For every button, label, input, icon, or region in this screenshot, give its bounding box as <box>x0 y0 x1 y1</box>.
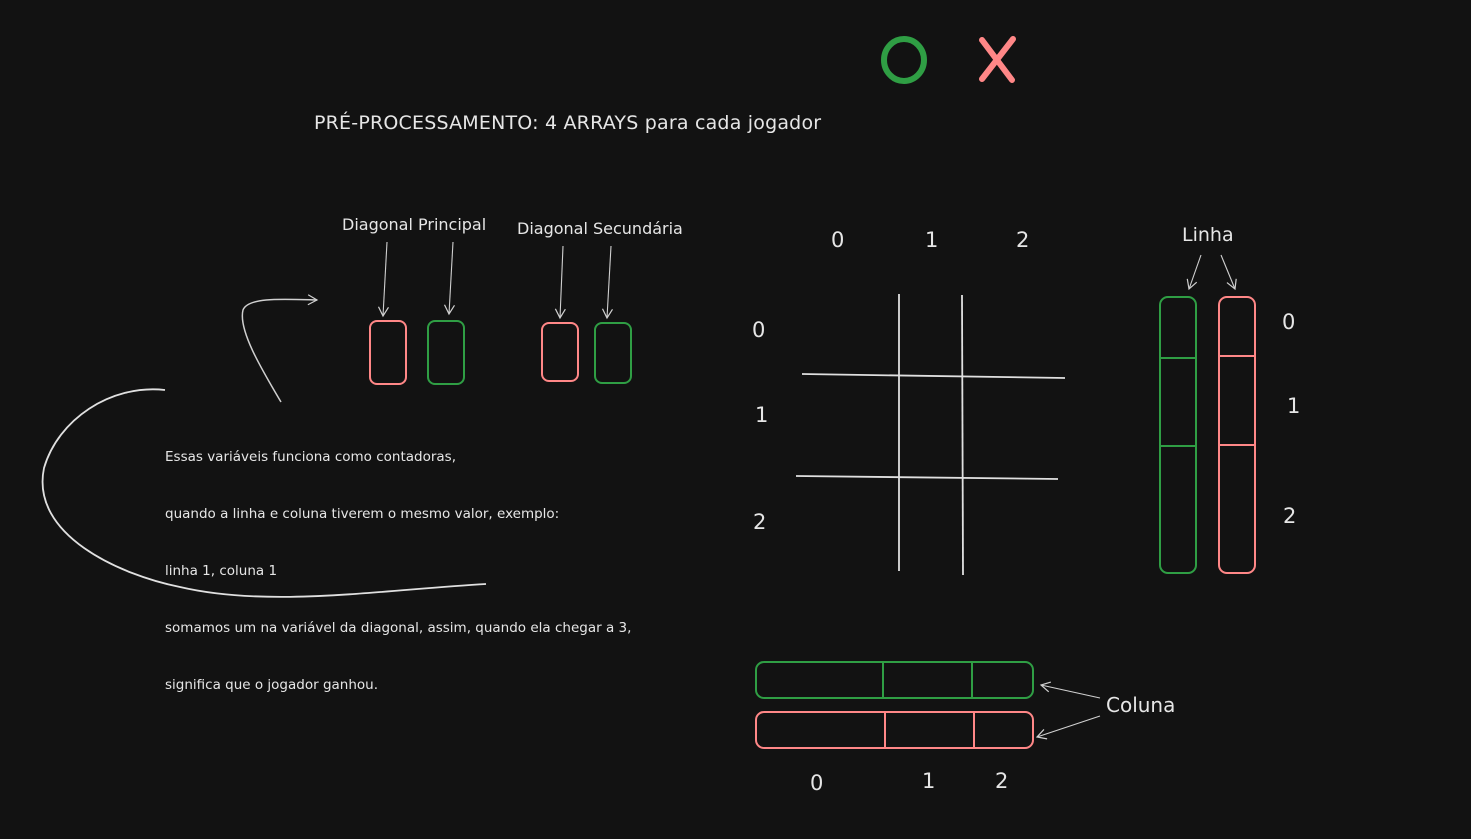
board-row-index: 0 <box>752 318 766 342</box>
coluna-array-o <box>755 661 1034 699</box>
arrow-principal-2 <box>443 241 455 316</box>
arrow-secundaria-2 <box>601 245 613 320</box>
note-bracket-curve <box>41 388 487 598</box>
arrow-coluna-red <box>1035 715 1101 740</box>
board-row-index: 1 <box>755 403 769 427</box>
page-title: PRÉ-PROCESSAMENTO: 4 ARRAYS para cada jo… <box>314 112 822 134</box>
board-column-index: 0 <box>831 228 845 252</box>
board-column-index: 2 <box>1016 228 1030 252</box>
coluna-index: 1 <box>922 769 936 793</box>
linha-index: 2 <box>1283 504 1297 528</box>
diagonal-principal-counter-x <box>369 320 407 385</box>
arrow-secundaria-1 <box>554 245 566 320</box>
linha-label: Linha <box>1182 224 1234 246</box>
diagonal-secundaria-label: Diagonal Secundária <box>517 219 683 238</box>
diagonal-principal-counter-o <box>427 320 465 385</box>
o-symbol-icon <box>881 36 927 84</box>
note-line: somamos um na variável da diagonal, assi… <box>165 620 632 636</box>
linha-array-x <box>1218 296 1256 574</box>
linha-array-o <box>1159 296 1197 574</box>
coluna-index: 2 <box>995 769 1009 793</box>
linha-index: 0 <box>1282 310 1296 334</box>
note-line: quando a linha e coluna tiverem o mesmo … <box>165 506 560 522</box>
coluna-index: 0 <box>810 771 824 795</box>
diagonal-secundaria-counter-o <box>594 322 632 384</box>
coluna-array-x <box>755 711 1034 749</box>
arrow-principal-1 <box>377 241 389 318</box>
board-column-index: 1 <box>925 228 939 252</box>
arrow-linha-green <box>1186 254 1202 291</box>
explanation-note: Essas variáveis funciona como contadoras… <box>165 410 631 714</box>
note-line: significa que o jogador ganhou. <box>165 677 379 693</box>
diagonal-secundaria-counter-x <box>541 322 579 382</box>
linha-index: 1 <box>1287 394 1301 418</box>
curved-arrow <box>241 294 319 403</box>
tic-tac-toe-grid <box>795 294 1066 576</box>
note-line: Essas variáveis funciona como contadoras… <box>165 449 456 465</box>
note-line: linha 1, coluna 1 <box>165 563 278 579</box>
board-row-index: 2 <box>753 510 767 534</box>
arrow-coluna-green <box>1039 681 1101 699</box>
diagonal-principal-label: Diagonal Principal <box>342 215 487 234</box>
x-symbol-icon <box>979 36 1016 83</box>
coluna-label: Coluna <box>1106 693 1176 717</box>
arrow-linha-red <box>1220 254 1237 291</box>
